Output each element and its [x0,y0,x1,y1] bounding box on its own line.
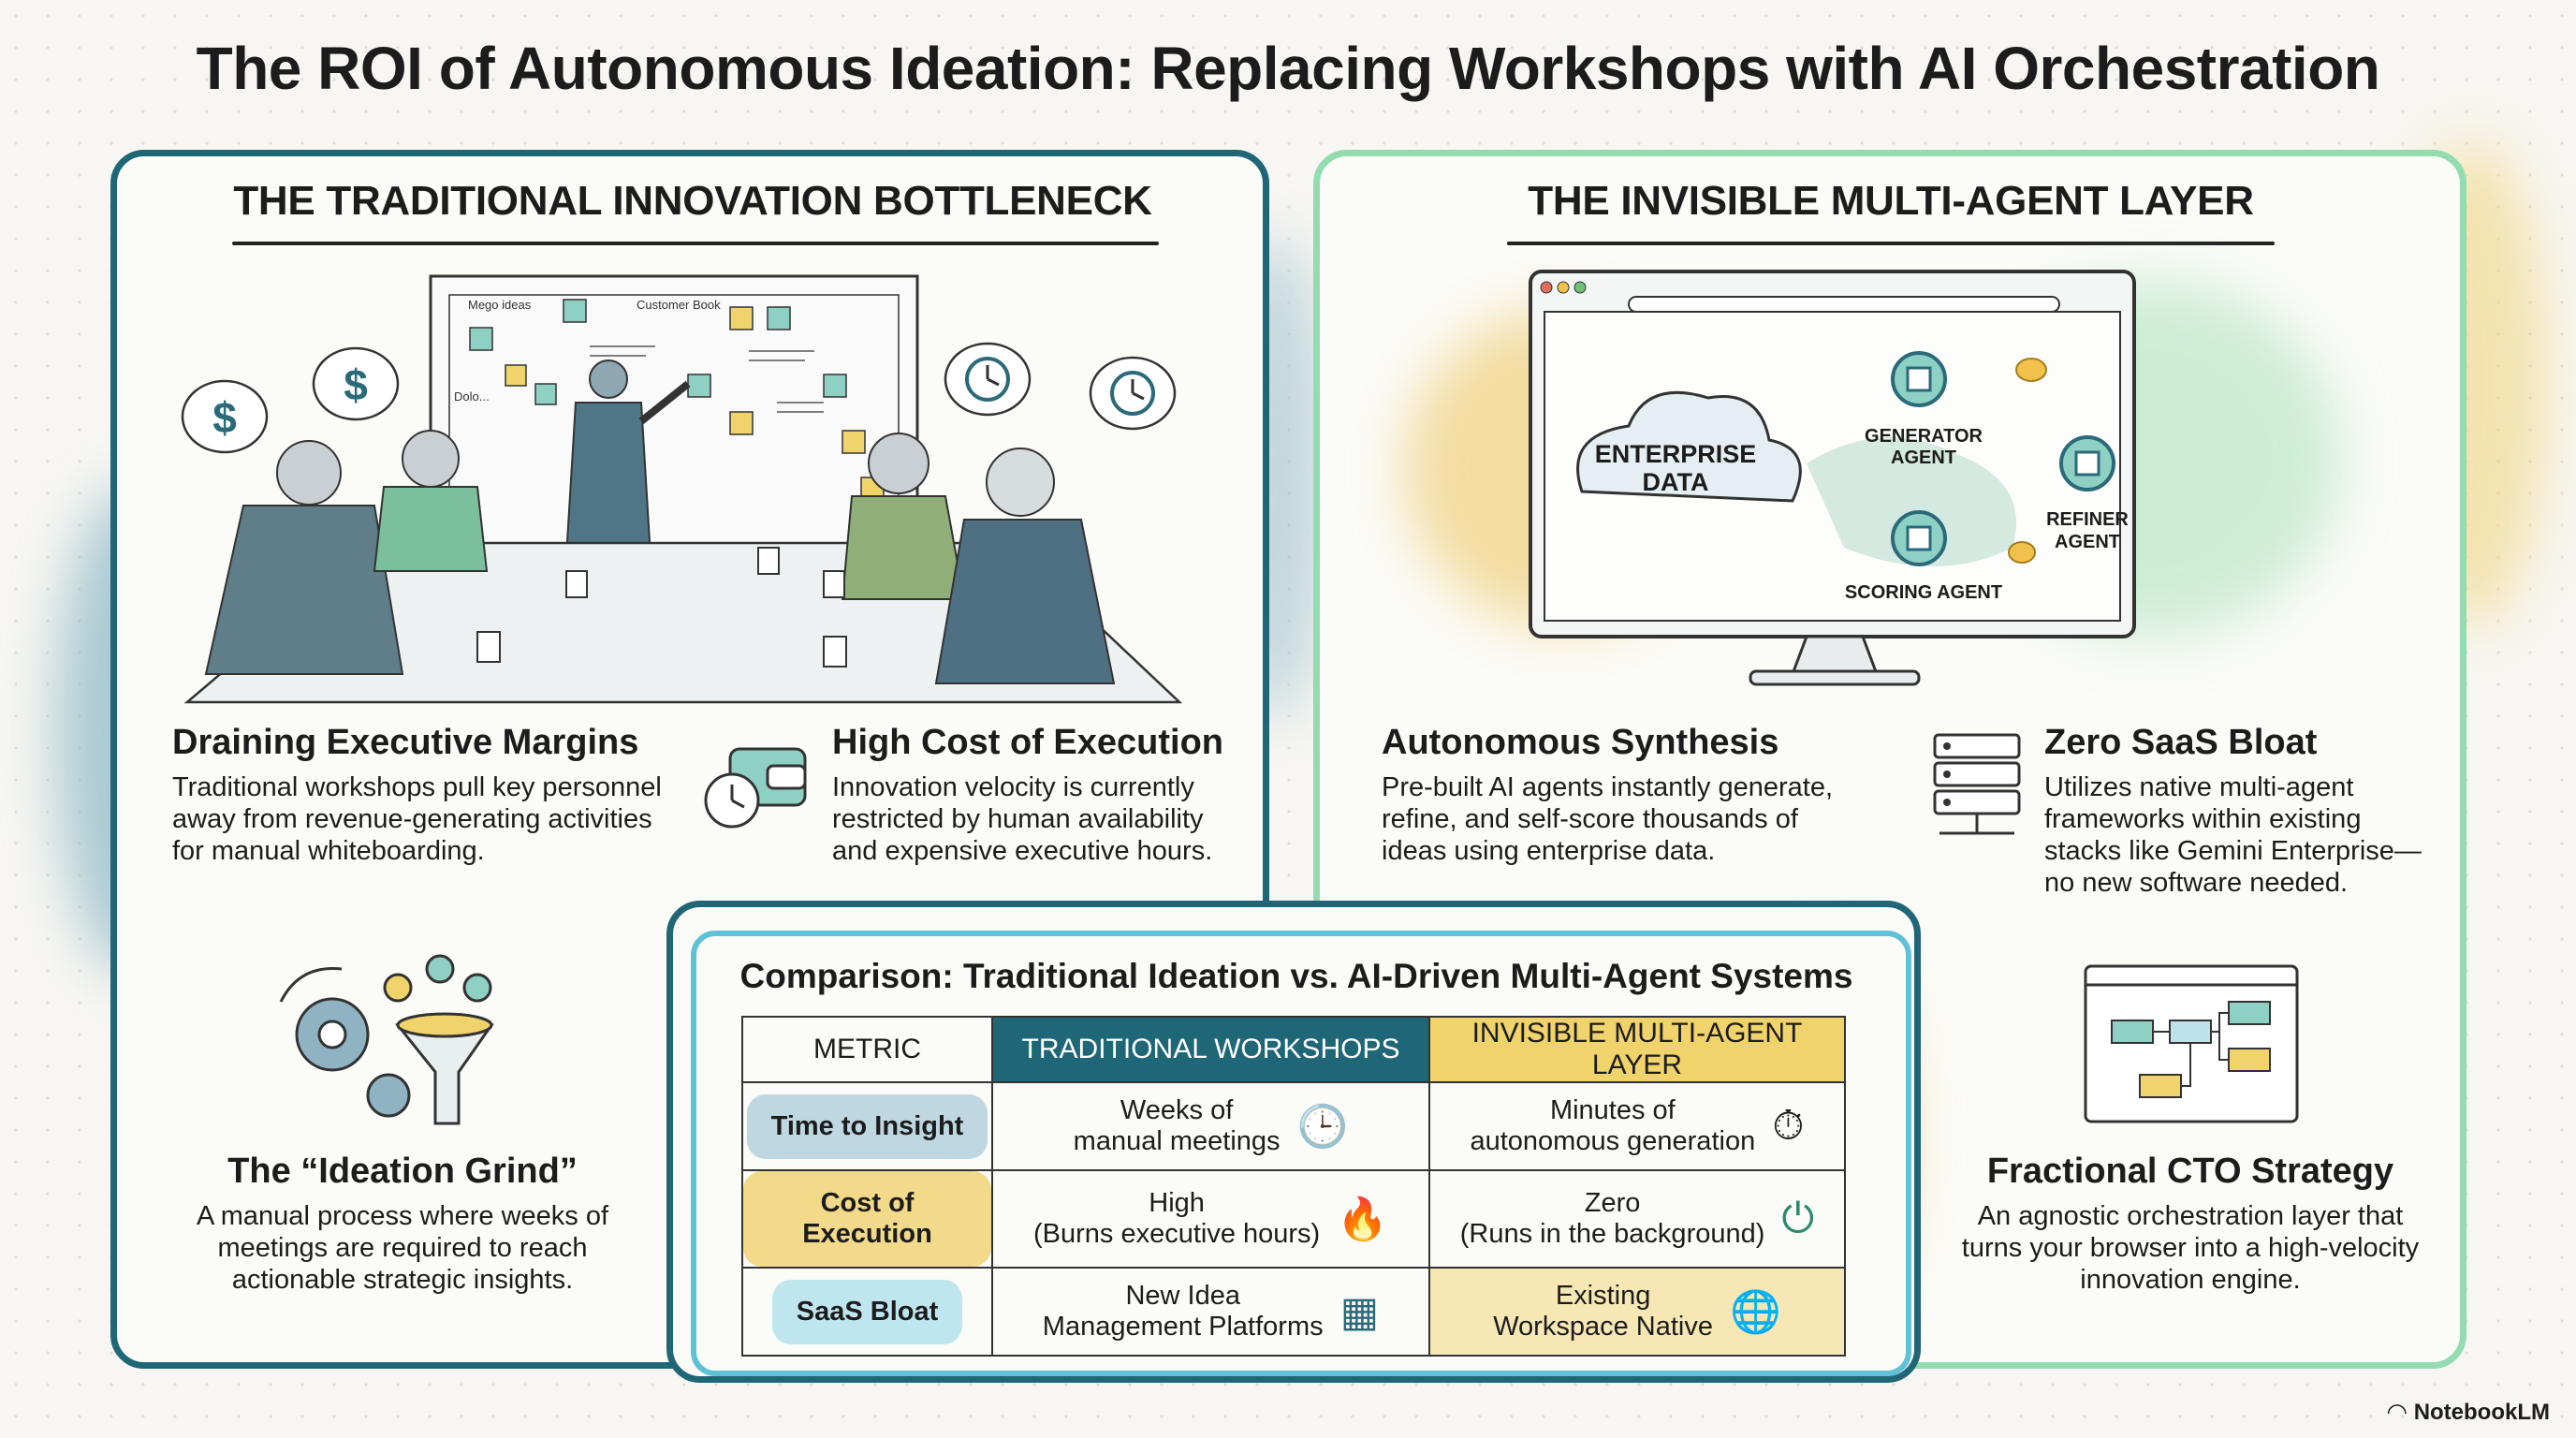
refiner-agent-label: REFINER AGENT [2046,509,2129,552]
header-ai-layer: INVISIBLE MULTI-AGENT LAYER [1428,1016,1846,1083]
draining-margins-title: Draining Executive Margins [172,723,639,762]
trad-saas-line1: New Idea [1125,1281,1240,1311]
comparison-title: Comparison: Traditional Ideation vs. AI-… [739,957,1853,995]
table-row: Cost of Execution High(Burns executive h… [741,1169,1846,1269]
ideation-grind-body: A manual process where weeks of meetings… [196,1201,609,1295]
whiteboard-note-2: Customer Book [637,298,721,312]
comparison-table: METRIC TRADITIONAL WORKSHOPS INVISIBLE M… [741,1016,1846,1357]
trad-cost-line2: (Burns executive hours) [1032,1219,1321,1249]
presenter-figure [564,360,691,558]
ai-time-line1: Minutes of [1549,1095,1676,1125]
metric-saas-bloat: SaaS Bloat [771,1279,963,1344]
clock-thought-bubble-2 [1089,356,1177,431]
metric-cost-of-execution: Cost of Execution [743,1171,991,1267]
ai-cell: Zero(Runs in the background) ⏻ [1428,1169,1846,1269]
dollar-glyph-1: $ [212,393,237,442]
header-metric: METRIC [741,1016,993,1083]
refiner-agent-node [2059,435,2115,492]
notebooklm-logo-icon: ◠ [2387,1398,2407,1426]
trad-saas-line2: Management Platforms [1042,1312,1324,1342]
metric-cell: Time to Insight [741,1081,993,1171]
water-glasses [476,547,847,668]
right-heading-underline [1507,242,2275,245]
comparison-inner-frame [691,931,1911,1376]
ideation-grind-title: The “Ideation Grind” [227,1152,578,1191]
idea-sparks [2008,358,2047,564]
comparison-header-row: METRIC TRADITIONAL WORKSHOPS INVISIBLE M… [741,1016,1846,1083]
metric-cell: SaaS Bloat [741,1267,993,1357]
money-thought-bubble-2: $ [312,346,400,421]
scoring-agent-label: SCORING AGENT [1844,582,2003,603]
zero-saas-bloat-body: Utilizes native multi-agent frameworks w… [2044,772,2422,898]
browser-globe-icon: 🌐 [1729,1289,1781,1335]
gears-funnel-icon [279,954,494,1125]
traditional-cell: High(Burns executive hours) 🔥 [991,1169,1430,1269]
zero-saas-bloat-title: Zero SaaS Bloat [2044,723,2318,762]
ai-time-line2: autonomous generation [1470,1126,1756,1156]
left-panel-heading: THE TRADITIONAL INNOVATION BOTTLENECK [233,178,1152,224]
trad-cost-line1: High [1149,1188,1205,1218]
metric-time-to-insight: Time to Insight [746,1093,988,1159]
generator-agent-node [1891,351,1947,407]
autonomous-synthesis-title: Autonomous Synthesis [1382,723,1779,762]
fractional-cto-body: An agnostic orchestration layer that tur… [1961,1201,2420,1295]
page-title: The ROI of Autonomous Ideation: Replacin… [196,35,2380,102]
scoring-agent-node [1891,510,1947,566]
power-icon: ⏻ [1781,1196,1815,1241]
fractional-cto-title: Fractional CTO Strategy [1986,1152,2394,1191]
app-grid-icon: ▦ [1339,1288,1380,1335]
right-panel-heading: THE INVISIBLE MULTI-AGENT LAYER [1528,178,2254,224]
whiteboard-note-3: Dolo... [454,389,490,404]
generator-agent-label: GENERATOR AGENT [1865,426,1983,468]
trad-time-line1: Weeks of [1120,1095,1234,1125]
enterprise-data-cloud-label: ENTERPRISE DATA [1594,440,1757,496]
whiteboard-note-1: Mego ideas [468,298,532,312]
trad-time-line2: manual meetings [1073,1126,1281,1156]
server-stack-icon [1933,733,2021,835]
header-traditional: TRADITIONAL WORKSHOPS [991,1016,1430,1083]
burning-money-icon: 🔥 [1337,1196,1389,1242]
high-cost-title: High Cost of Execution [832,723,1223,762]
stopwatch-lightning-icon: ⏱ [1772,1103,1805,1149]
money-thought-bubble-1: $ [181,379,269,454]
whiteboard [429,274,919,559]
browser-flowchart-icon [2084,964,2299,1123]
clock-thought-bubble-1 [944,342,1032,417]
wallet-clock-icon [704,747,807,829]
autonomous-synthesis-body: Pre-built AI agents instantly generate, … [1382,772,1834,866]
ai-saas-line1: Existing [1555,1281,1651,1311]
ai-saas-line2: Workspace Native [1493,1312,1713,1342]
browser-monitor-diagram [1529,270,2136,686]
ai-cost-line2: (Runs in the background) [1459,1219,1765,1249]
clock-calendar-icon: 🕒 [1296,1104,1349,1150]
ai-cost-line1: Zero [1584,1188,1641,1218]
high-cost-body: Innovation velocity is currently restric… [832,772,1213,866]
dollar-glyph-2: $ [344,360,368,409]
workshop-meeting-illustration: Mego ideas Customer Book Dolo... $ $ [181,274,1183,704]
notebooklm-logo: ◠ NotebookLM [2388,1398,2550,1427]
left-heading-underline [232,242,1159,245]
draining-margins-body: Traditional workshops pull key personnel… [172,772,662,866]
metric-cell: Cost of Execution [741,1169,993,1269]
brand-name: NotebookLM [2413,1399,2550,1425]
executive-figures [204,430,1116,684]
